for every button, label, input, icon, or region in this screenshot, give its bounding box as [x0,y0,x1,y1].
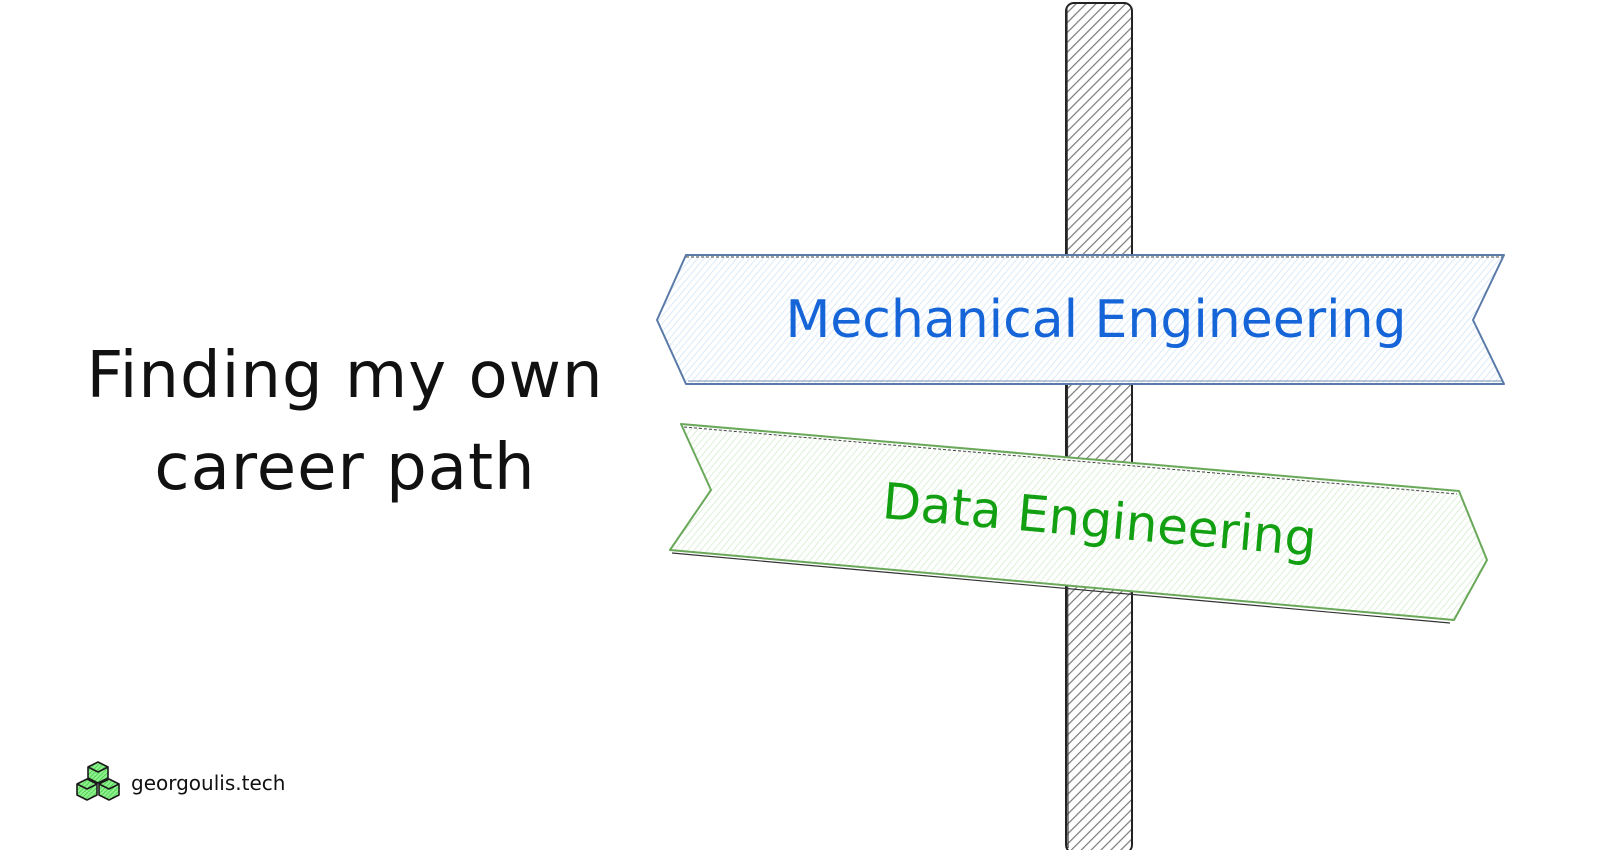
green-cubes-icon [73,760,123,806]
page-title: Finding my own career path [40,330,650,514]
pole [1065,2,1133,854]
top-sign-label: Mechanical Engineering [785,290,1406,350]
top-sign: Mechanical Engineering [656,254,1505,385]
brand-text: georgoulis.tech [131,771,286,795]
title-line-2: career path [154,431,536,505]
bottom-sign: Data Engineering [669,423,1488,624]
brand-logo[interactable]: georgoulis.tech [73,760,285,806]
title-line-1: Finding my own [86,339,604,413]
